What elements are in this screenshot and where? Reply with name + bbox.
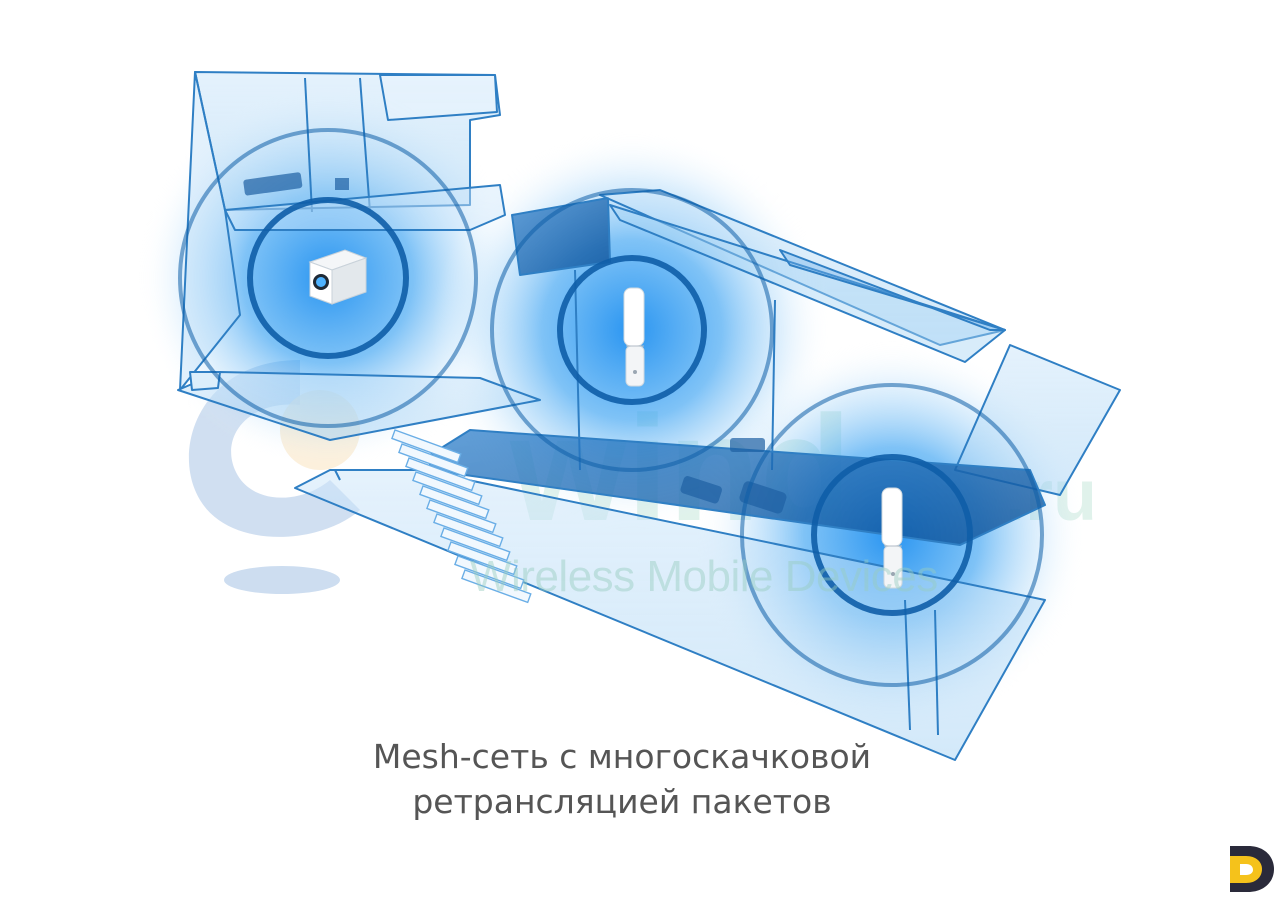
corner-logo-icon bbox=[1230, 846, 1274, 892]
access-point-icon bbox=[881, 487, 903, 589]
caption-line-1: Mesh-сеть с многоскачковой bbox=[372, 737, 872, 776]
access-point-icon bbox=[623, 287, 645, 387]
watermark-tagline: Wireless Mobile Devices bbox=[470, 552, 938, 601]
router-icon bbox=[308, 249, 368, 305]
signal-rings bbox=[178, 128, 1044, 687]
caption: Mesh-сеть с многоскачковой ретрансляцией… bbox=[0, 734, 1244, 824]
furniture bbox=[243, 172, 787, 514]
staircase bbox=[391, 429, 532, 604]
caption-line-2: ретрансляцией пакетов bbox=[412, 782, 832, 821]
